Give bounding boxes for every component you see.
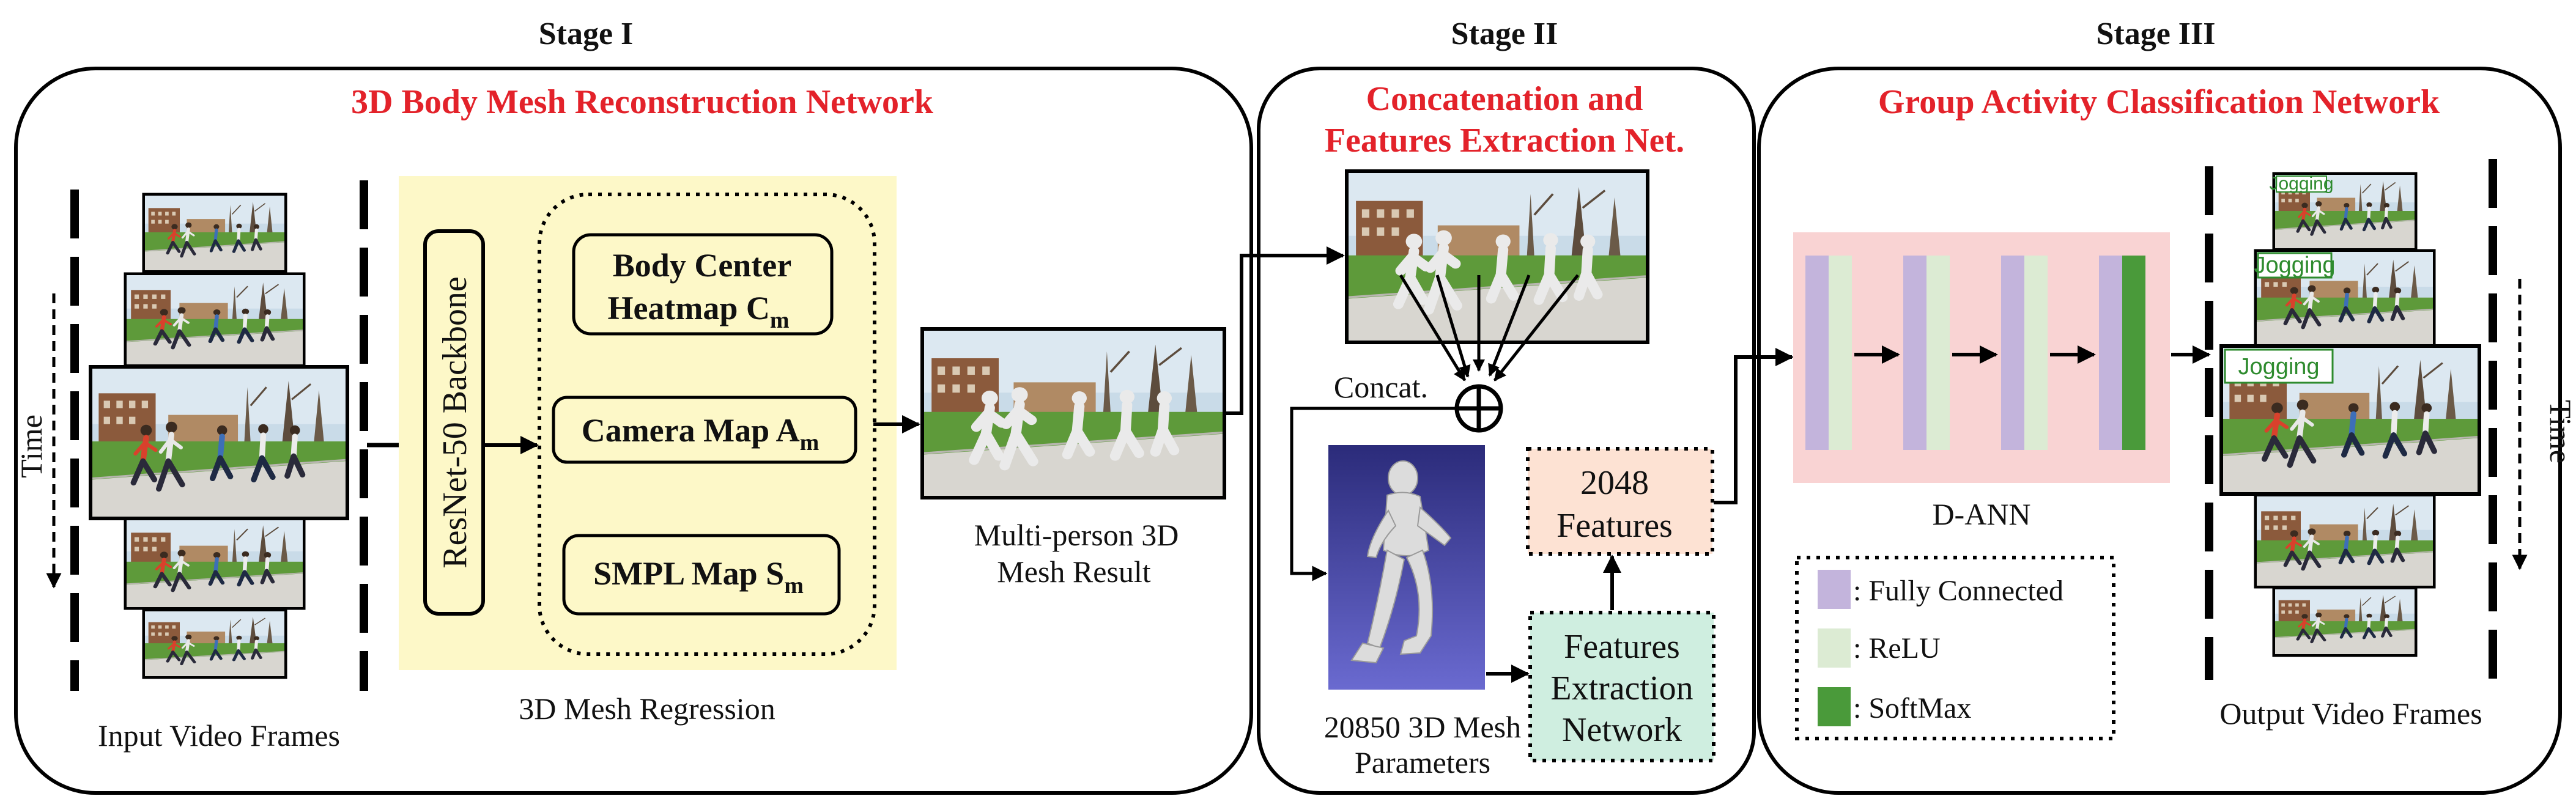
stage-1-subtitle: 3D Body Mesh Reconstruction Network: [351, 83, 934, 121]
output-frame-main: Jogging: [2219, 344, 2481, 496]
camera-map-box: [552, 396, 857, 464]
output-frame: Jogging: [2254, 249, 2436, 348]
features-extraction-network-box: [1528, 611, 1715, 762]
input-frames-stack: [89, 193, 349, 679]
legend-relu-swatch: [1818, 628, 1851, 668]
legend-fully-connected-swatch: [1818, 570, 1851, 609]
dann-fully-connected-layer: [2001, 256, 2024, 450]
body-center-heatmap-box: [572, 233, 834, 336]
fen-label-line2: Extraction: [1550, 669, 1693, 707]
mesh-result-image: [920, 327, 1226, 499]
heatmap-label-line2: Heatmap Cm: [607, 290, 789, 333]
stage-3-panel: [1757, 67, 2562, 795]
stage-2-subtitle-line1: Concatenation and: [1366, 80, 1643, 118]
mesh-regression-label: 3D Mesh Regression: [519, 691, 775, 726]
output-frame: [2254, 493, 2436, 589]
activity-tag: Jogging: [2238, 354, 2319, 380]
smpl-map-label: SMPL Map Sm: [593, 555, 804, 599]
stage-1-panel: [14, 67, 1253, 795]
input-frames-label: Input Video Frames: [98, 718, 340, 753]
dann-label: D-ANN: [1932, 497, 2030, 531]
legend-relu-label: : ReLU: [1853, 632, 1941, 665]
features-2048-box: [1526, 447, 1714, 556]
dann-fully-connected-layer: [2099, 256, 2122, 450]
dann-relu-layer: [2024, 256, 2048, 450]
regression-heads-container: [538, 193, 876, 656]
legend-fully-connected-label: : Fully Connected: [1853, 575, 2063, 607]
input-frame: [142, 608, 287, 679]
input-frame: [124, 515, 306, 610]
output-frames-label: Output Video Frames: [2219, 696, 2482, 731]
camera-map-label: Camera Map Am: [582, 412, 820, 455]
dann-fully-connected-layer: [1903, 256, 1926, 450]
legend-softmax-swatch: [1818, 687, 1851, 726]
features-label: Features: [1556, 507, 1673, 545]
activity-tag: Jogging: [2269, 174, 2333, 194]
concat-operator-icon: [1454, 384, 1503, 433]
smpl-map-box: [562, 534, 841, 616]
stage-1-title: Stage I: [539, 17, 634, 51]
concat-input-image: [1345, 169, 1649, 344]
output-frames-stack: Jogging Jogging Jogging: [2219, 172, 2481, 657]
mesh-result-label-line2: Mesh Result: [997, 555, 1151, 589]
dann-softmax-layer: [2122, 256, 2145, 450]
stage-2-panel: [1257, 67, 1756, 795]
fen-label-line1: Features: [1564, 628, 1680, 666]
time-label-input: Time: [14, 415, 48, 478]
stage-3-title: Stage III: [2096, 17, 2215, 51]
input-frame-main: [89, 365, 349, 520]
mesh-parameters-image: [1328, 445, 1485, 690]
time-label-output: Time: [2544, 400, 2576, 463]
output-frame: Jogging: [2269, 172, 2418, 251]
resnet-backbone-label: ResNet-50 Backbone: [436, 276, 474, 568]
legend-softmax-label: : SoftMax: [1853, 692, 1971, 724]
concat-label: Concat.: [1334, 370, 1428, 404]
mesh-result-label-line1: Multi-person 3D: [974, 518, 1179, 552]
dann-fully-connected-layer: [1805, 256, 1829, 450]
input-frame: [124, 272, 306, 367]
arrow-features-to-dann: [1714, 348, 1794, 504]
stage-2-subtitle-line2: Features Extraction Net.: [1325, 122, 1684, 160]
arrow-concat-to-mesh-params: [1290, 407, 1457, 581]
heatmap-label-line1: Body Center: [613, 247, 791, 284]
mesh-params-label-line1: 20850 3D Mesh: [1324, 710, 1521, 744]
dann-layers: [1805, 256, 2145, 450]
mesh-params-label-line2: Parameters: [1355, 745, 1490, 779]
activity-tag: Jogging: [2254, 252, 2335, 278]
stage-2-title: Stage II: [1451, 17, 1558, 51]
dann-relu-layer: [1926, 256, 1950, 450]
arrow-result-to-stage2: [1226, 246, 1345, 415]
input-frame: [142, 193, 287, 273]
dann-relu-layer: [1829, 256, 1852, 450]
resnet-backbone-box: [423, 229, 485, 616]
stage-3-subtitle: Group Activity Classification Network: [1878, 83, 2440, 121]
concat-arrows: [1399, 274, 1579, 381]
features-count-label: 2048: [1580, 464, 1649, 502]
output-frame: [2272, 586, 2418, 657]
fen-label-line3: Network: [1562, 711, 1682, 749]
